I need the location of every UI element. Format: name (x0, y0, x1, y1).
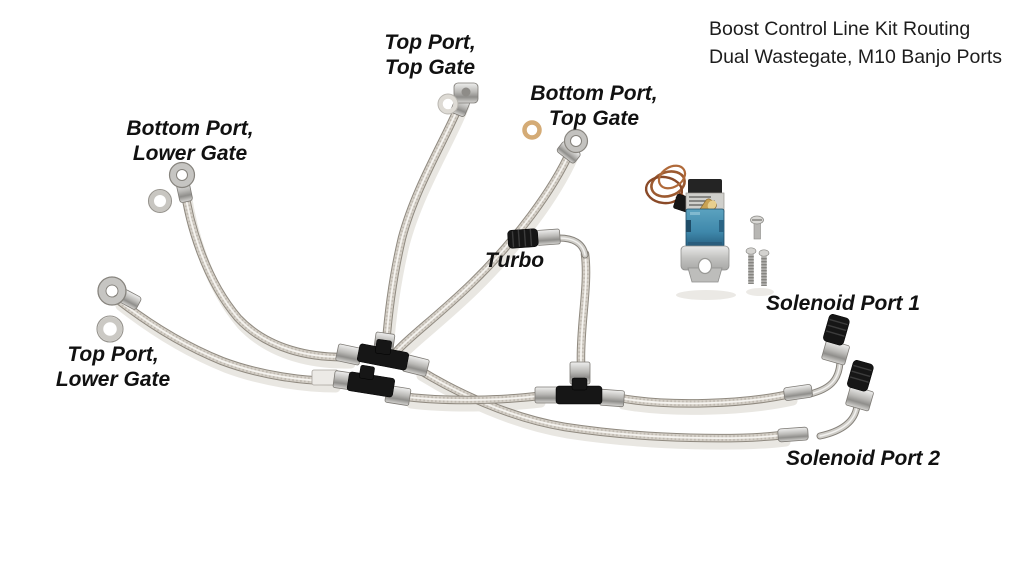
label-turbo: Turbo (485, 248, 544, 273)
elbow-tube-turbo-stub (559, 238, 585, 255)
washer-outline (96, 315, 124, 343)
hose-bottom-port-lower-gate (184, 186, 348, 357)
label-line: Top Port, (384, 31, 476, 54)
image-title: Boost Control Line Kit Routing Dual Wast… (709, 15, 1002, 71)
label-line: Turbo (485, 249, 545, 272)
title-line-1: Boost Control Line Kit Routing (709, 18, 971, 40)
tee-fitting-lower (311, 365, 412, 406)
mounting-bracket (680, 245, 730, 283)
label-line: Top Port, (67, 343, 159, 366)
turbo-cap-fitting (507, 228, 561, 249)
elbow-tube-solenoid-port-1 (810, 362, 840, 394)
banjo-top-port-lower-gate (97, 276, 142, 310)
screw-long-1 (745, 247, 757, 284)
brass-fitting-tip (707, 200, 717, 210)
tee-fitting-upper (335, 331, 430, 377)
solenoid-valve (644, 164, 730, 283)
washer-top-port-top-gate (438, 94, 458, 114)
washer-outline (147, 188, 173, 214)
soft-shadows (120, 106, 793, 445)
label-solenoid-port-1: Solenoid Port 1 (766, 291, 920, 316)
label-bottom-port-lower-gate: Bottom Port, Lower Gate (100, 116, 280, 166)
hose-turbo-tee-to-solenoid-port-1 (620, 394, 790, 403)
ferrule-port-1-line (783, 384, 813, 401)
solenoid-blue-body (685, 208, 725, 248)
tee-fitting-turbo (534, 361, 625, 408)
solenoid-top-block (688, 179, 722, 195)
screw-short (750, 215, 764, 240)
label-line: Lower Gate (132, 142, 248, 165)
hose-lower-tee-to-turbo-tee (408, 396, 538, 400)
label-line: Top Gate (384, 56, 476, 79)
solenoid-port-2-cap (845, 360, 874, 412)
ferrule-port-2-line (777, 426, 809, 443)
label-line: Lower Gate (55, 368, 171, 391)
solenoid-port-1-cap (821, 314, 850, 366)
label-line: Solenoid Port 1 (766, 292, 921, 315)
title-line-2: Dual Wastegate, M10 Banjo Ports (709, 46, 1003, 68)
label-top-port-top-gate: Top Port, Top Gate (340, 30, 520, 80)
banjo-bottom-port-lower-gate (168, 161, 196, 203)
washer-outline (437, 93, 459, 115)
label-bottom-port-top-gate: Bottom Port, Top Gate (504, 81, 684, 131)
hose-turbo-stub (581, 254, 586, 362)
label-line: Top Gate (548, 107, 640, 130)
banjo-bottom-port-top-gate (556, 128, 589, 164)
label-line: Bottom Port, (530, 82, 658, 105)
label-line: Solenoid Port 2 (786, 447, 941, 470)
label-top-port-lower-gate: Top Port, Lower Gate (23, 342, 203, 392)
washer-bottom-port-lower-gate (149, 190, 171, 212)
label-solenoid-port-2: Solenoid Port 2 (786, 446, 940, 471)
washer-top-port-lower-gate (97, 316, 123, 342)
label-line: Bottom Port, (126, 117, 254, 140)
elbow-tube-solenoid-port-2 (820, 406, 857, 436)
screw-long-2 (758, 249, 770, 286)
washer-copper-bottom-port-top-gate (522, 120, 542, 140)
